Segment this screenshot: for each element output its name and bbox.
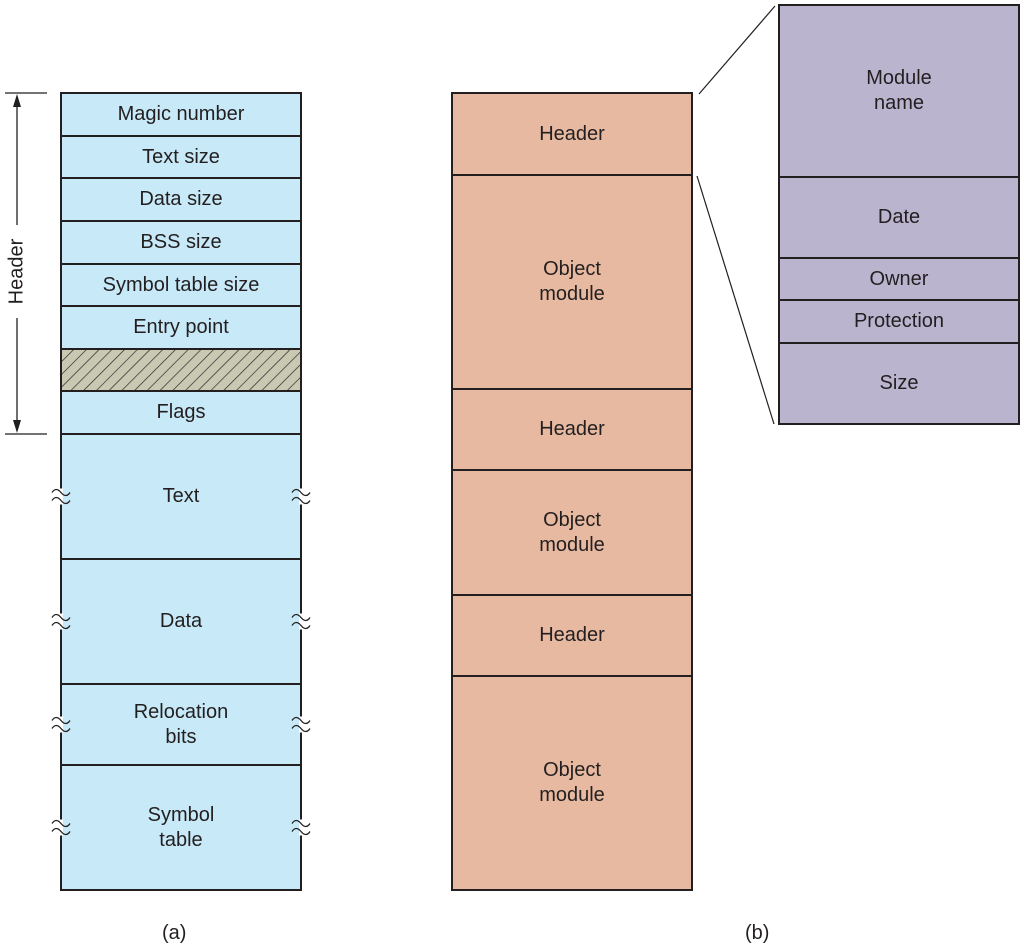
break-squiggle-icon xyxy=(291,613,311,630)
break-squiggle-icon xyxy=(51,488,71,505)
field-divider xyxy=(452,675,692,677)
block-object-module: Object module xyxy=(452,175,692,389)
field-text: Text xyxy=(61,434,301,559)
arrow-down-icon xyxy=(13,420,21,433)
field-divider xyxy=(452,388,692,390)
field-divider xyxy=(61,390,301,392)
field-label: Data size xyxy=(139,188,223,210)
field-label: Text xyxy=(162,485,200,507)
block-header: Header xyxy=(452,93,692,175)
field-divider xyxy=(779,342,1019,344)
field-magic-number: Magic number xyxy=(61,93,301,136)
field-divider xyxy=(452,594,692,596)
field-divider xyxy=(779,257,1019,259)
field-label: Symbol table size xyxy=(102,273,260,296)
caption-a: (a) xyxy=(162,922,187,944)
field-divider xyxy=(779,299,1019,301)
block-label: Object module xyxy=(539,508,605,556)
block-label: Header xyxy=(539,418,605,440)
field-flags: Flags xyxy=(61,391,301,434)
field-divider xyxy=(61,135,301,137)
field-label: Magic number xyxy=(117,103,245,125)
detail-label: Date xyxy=(877,206,921,228)
break-gap xyxy=(59,716,63,733)
field-label: Relocation bits xyxy=(133,700,229,748)
field-label: BSS size xyxy=(140,231,222,253)
field-symbol-table: Symbol table xyxy=(61,765,301,890)
variable-size-markers xyxy=(51,488,311,836)
break-squiggle-icon xyxy=(51,716,71,733)
detail-protection: Protection xyxy=(779,300,1019,343)
block-header: Header xyxy=(452,595,692,676)
caption-b: (b) xyxy=(745,922,770,944)
field-divider xyxy=(452,174,692,176)
block-label: Object module xyxy=(539,258,605,305)
break-gap xyxy=(59,819,63,836)
block-label: Header xyxy=(539,122,605,145)
field-divider xyxy=(61,558,301,560)
detail-label: Protection xyxy=(853,310,945,332)
field-divider xyxy=(61,177,301,179)
detail-label: Size xyxy=(879,372,919,394)
break-gap xyxy=(299,819,303,836)
field-bss-size: BSS size xyxy=(61,221,301,264)
detail-size: Size xyxy=(779,343,1019,424)
break-gap xyxy=(299,613,303,630)
field-divider xyxy=(61,764,301,766)
field-divider xyxy=(452,469,692,471)
field-entry-point: Entry point xyxy=(61,306,301,349)
break-gap xyxy=(299,716,303,733)
break-gap xyxy=(299,488,303,505)
break-squiggle-icon xyxy=(291,716,311,733)
block-label: Header xyxy=(539,624,605,646)
field-divider xyxy=(61,305,301,307)
zoom-line-bottom xyxy=(696,175,775,425)
zoom-line-top xyxy=(698,5,776,95)
block-label: Object module xyxy=(539,759,605,806)
break-squiggle-icon xyxy=(291,819,311,836)
field-label: Entry point xyxy=(133,316,229,338)
field-label: Symbol table xyxy=(147,803,215,851)
field-divider xyxy=(61,348,301,350)
field-label: Text size xyxy=(142,145,220,168)
block-header: Header xyxy=(452,389,692,470)
field-divider xyxy=(61,220,301,222)
field-divider xyxy=(779,176,1019,178)
arrow-up-icon xyxy=(13,94,21,107)
break-squiggle-icon xyxy=(291,488,311,505)
detail-date: Date xyxy=(779,177,1019,258)
field-label: Data xyxy=(159,610,203,632)
break-squiggle-icon xyxy=(51,819,71,836)
field-data-size: Data size xyxy=(61,178,301,221)
break-squiggle-icon xyxy=(51,613,71,630)
block-object-module: Object module xyxy=(452,470,692,595)
field-text-size: Text size xyxy=(61,136,301,178)
detail-label: Owner xyxy=(869,267,929,290)
detail-owner: Owner xyxy=(779,258,1019,300)
field-symbol-table-size: Symbol table size xyxy=(61,264,301,306)
field-data: Data xyxy=(61,559,301,684)
field-reserved-hatched xyxy=(61,349,301,391)
field-relocation-bits: Relocation bits xyxy=(61,684,301,765)
break-gap xyxy=(59,613,63,630)
field-divider xyxy=(61,263,301,265)
detail-label: Module name xyxy=(866,67,932,114)
block-object-module: Object module xyxy=(452,676,692,890)
field-divider xyxy=(61,433,301,435)
detail-module-name: Module name xyxy=(779,5,1019,177)
field-label: Flags xyxy=(156,401,206,423)
break-gap xyxy=(59,488,63,505)
field-divider xyxy=(61,683,301,685)
